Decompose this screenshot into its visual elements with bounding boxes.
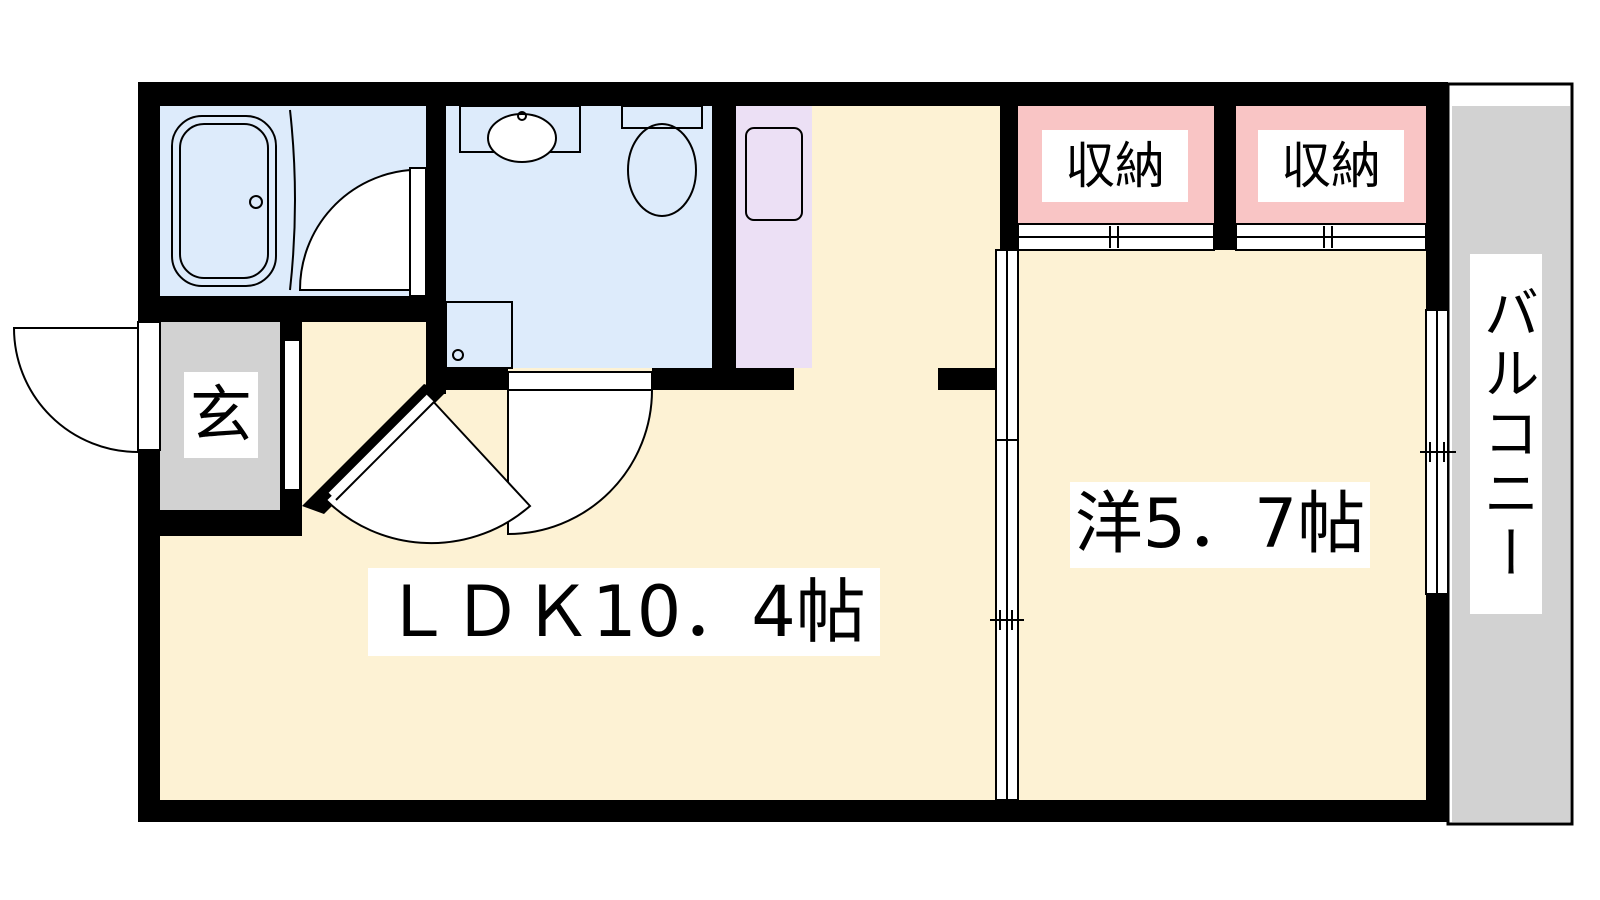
hall-door-swing[interactable] [324,396,532,545]
kitchen-sink [745,127,803,221]
front-door-swing[interactable] [12,327,139,453]
toilet-tank [621,105,703,129]
bathtub-drain [249,195,263,209]
balcony-label: バルコニー [1470,254,1542,614]
toilet-bowl [627,123,697,217]
bathtub [171,115,277,287]
wall-entrance-bottom [150,510,302,536]
storage-left-label: 収納 [1042,130,1188,202]
wall-ldk-stub [938,368,996,390]
toilet-door-swing[interactable] [507,389,654,536]
entrance-label: 玄 [184,372,258,458]
wall-toilet-bottom [446,368,508,390]
ldk-label: ＬＤＫ10．4帖 [368,568,880,656]
washbasin [487,113,557,163]
front-door-frame [137,321,161,451]
kitchen-floor [736,106,812,368]
bath-door-swing[interactable] [298,168,411,291]
wall-toilet-kitchen [712,100,736,390]
western-room-label: 洋5．7帖 [1070,482,1370,568]
wall-kitchen-bottom [652,368,794,390]
storage-right-label: 収納 [1258,130,1404,202]
wall-room-divider [1000,100,1018,250]
wall-storage-divider [1214,100,1236,250]
wall-bath-bottom [150,296,446,322]
entrance-door-inner[interactable] [283,339,301,491]
washer-pan [445,301,513,369]
wall-bath-toilet [426,100,446,394]
